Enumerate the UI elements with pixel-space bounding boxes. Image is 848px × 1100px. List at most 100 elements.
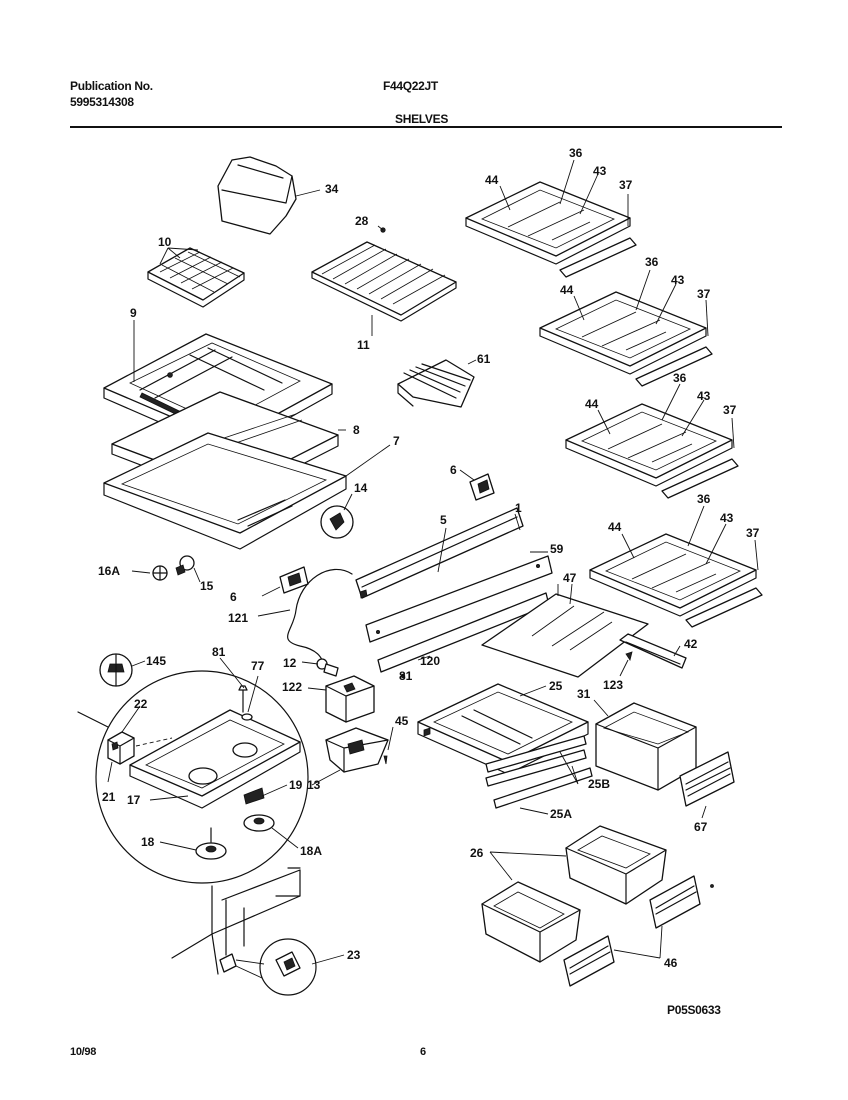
part-13-damper [325, 727, 389, 773]
part-42-rail [619, 633, 687, 669]
leader-lines [107, 159, 759, 965]
callout-31: 31 [577, 687, 591, 701]
part-123-clip [625, 651, 633, 661]
part-121-wire-harness [287, 568, 353, 665]
callout-36-d: 36 [697, 492, 711, 506]
part-25A-slide [493, 767, 593, 809]
callout-14: 14 [354, 481, 368, 495]
section-title: SHELVES [395, 112, 449, 126]
callout-121: 121 [228, 611, 248, 625]
footer-date: 10/98 [70, 1046, 97, 1058]
part-25-pan-frame [417, 683, 589, 775]
callout-labels: 34 28 10 11 9 61 8 7 14 6 5 1 59 16A 15 … [98, 146, 760, 970]
part-145-fitting [99, 653, 133, 687]
callout-37-d: 37 [746, 526, 760, 540]
publication-number: 5995314308 [70, 95, 134, 109]
callout-7: 7 [393, 434, 400, 448]
cabinet-corner [171, 867, 301, 975]
model-number: F44Q22JT [383, 79, 438, 93]
glass-shelf-2 [539, 291, 713, 387]
callout-122: 122 [282, 680, 302, 694]
callout-145: 145 [146, 654, 166, 668]
callout-23: 23 [347, 948, 361, 962]
callout-120: 120 [420, 654, 440, 668]
callout-34: 34 [325, 182, 339, 196]
callout-6-lower: 6 [230, 590, 237, 604]
glass-shelf-3 [565, 403, 739, 499]
part-46-drawer-fronts [563, 875, 701, 987]
callout-25A: 25A [550, 807, 572, 821]
callout-36-c: 36 [673, 371, 687, 385]
callout-43-b: 43 [671, 273, 685, 287]
callout-21: 21 [102, 790, 116, 804]
part-67-drawer-front [679, 751, 735, 807]
callout-19: 19 [289, 778, 303, 792]
callout-11: 11 [357, 338, 370, 352]
callout-8: 8 [353, 423, 360, 437]
part-10-ice-tray [147, 247, 245, 308]
callout-42: 42 [684, 637, 698, 651]
callout-44-b: 44 [560, 283, 574, 297]
part-18-grommet [195, 827, 227, 860]
page-number: 6 [420, 1046, 426, 1058]
part-45-pin [383, 755, 388, 765]
callout-13: 13 [307, 778, 321, 792]
part-16A-bulb-socket [152, 565, 168, 581]
part-1-rail [365, 555, 553, 643]
part-25B-slides [485, 735, 587, 787]
callout-45: 45 [395, 714, 409, 728]
callout-25: 25 [549, 679, 563, 693]
callout-17: 17 [127, 793, 141, 807]
callout-43-d: 43 [720, 511, 734, 525]
callout-1: 1 [515, 501, 522, 515]
callout-61: 61 [477, 352, 491, 366]
glass-shelf-1 [465, 181, 637, 278]
callout-37-a: 37 [619, 178, 633, 192]
callout-37-c: 37 [723, 403, 737, 417]
part-12-switch [316, 658, 339, 677]
callout-18: 18 [141, 835, 155, 849]
callout-36-b: 36 [645, 255, 659, 269]
callout-44-d: 44 [608, 520, 622, 534]
callout-28: 28 [355, 214, 369, 228]
part-5-trim-rail [355, 507, 524, 599]
part-14-light-socket [320, 505, 354, 539]
header-rule [70, 126, 782, 128]
part-11-wire-shelf [311, 227, 457, 322]
callout-26: 26 [470, 846, 484, 860]
part-26-drawer-left [481, 881, 581, 963]
callout-5: 5 [440, 513, 447, 527]
part-81-screw-right [400, 673, 406, 679]
callout-25B: 25B [588, 777, 610, 791]
part-26-drawer-right [565, 825, 667, 905]
callout-77: 77 [251, 659, 265, 673]
part-6-bracket-upper [469, 473, 495, 501]
callout-22: 22 [134, 697, 148, 711]
detail-circle [77, 670, 309, 884]
callout-46: 46 [664, 956, 678, 970]
part-23-detail-circle [219, 938, 317, 996]
part-61-deflector [397, 359, 475, 408]
callout-16A: 16A [98, 564, 120, 578]
callout-81: 81 [212, 645, 226, 659]
callout-123: 123 [603, 678, 623, 692]
part-122-housing [325, 675, 375, 723]
callout-37-b: 37 [697, 287, 711, 301]
callout-9: 9 [130, 306, 137, 320]
callout-44-a: 44 [485, 173, 499, 187]
callout-12: 12 [283, 656, 297, 670]
callout-6-upper: 6 [450, 463, 457, 477]
callout-44-c: 44 [585, 397, 599, 411]
callout-15: 15 [200, 579, 214, 593]
part-18A-grommet [243, 814, 275, 832]
part-31-pan [595, 702, 697, 791]
callout-10: 10 [158, 235, 172, 249]
callout-36-a: 36 [569, 146, 583, 160]
part-15-bulb [175, 555, 195, 576]
callout-43-c: 43 [697, 389, 711, 403]
callout-47: 47 [563, 571, 577, 585]
callout-81-b: 81 [399, 669, 413, 683]
drawing-code: P05S0633 [667, 1003, 721, 1017]
callout-67: 67 [694, 820, 708, 834]
